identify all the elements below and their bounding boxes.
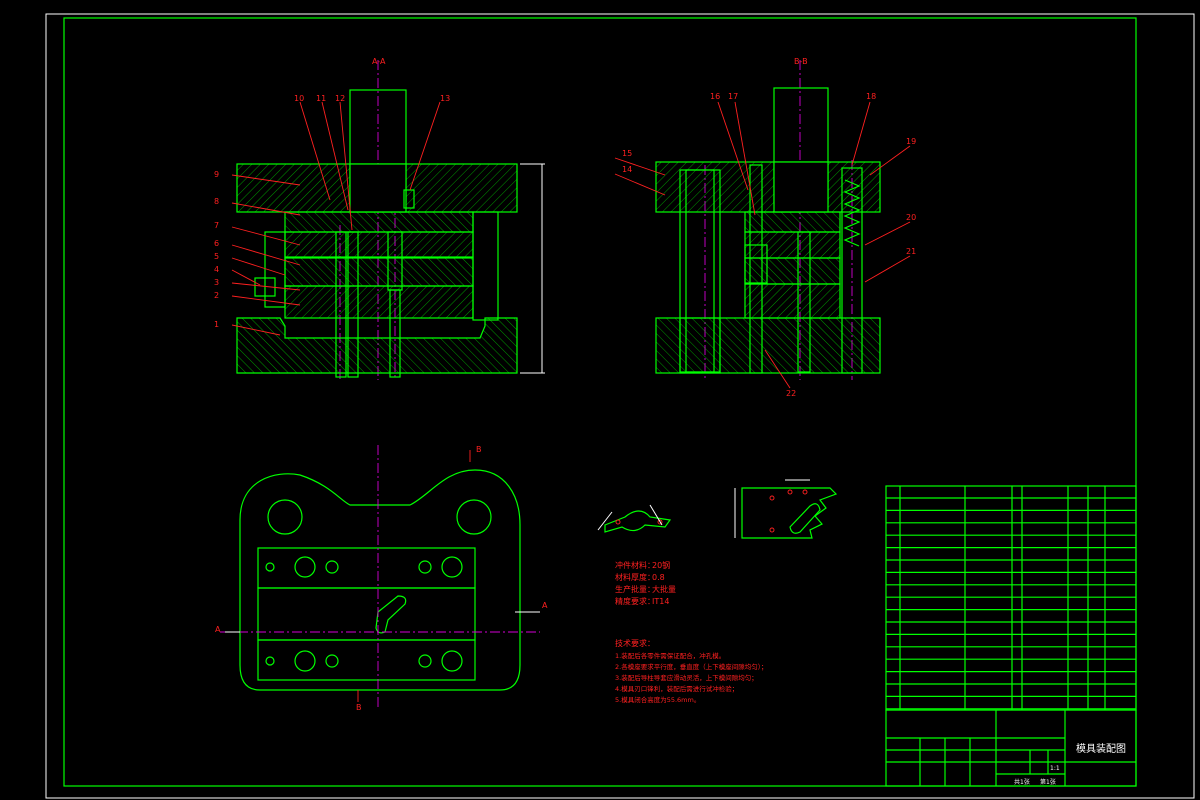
tech-req-item-3: 3.装配后导柱导套应滑动灵活，上下模间隙均匀； bbox=[615, 673, 758, 682]
sheet-number: 第1张 bbox=[1040, 778, 1056, 786]
part-label-7: 7 bbox=[214, 221, 219, 230]
part-label-16: 16 bbox=[710, 92, 720, 101]
part-label-19: 19 bbox=[906, 137, 916, 146]
part-label-20: 20 bbox=[906, 213, 916, 222]
part-label-2: 2 bbox=[214, 291, 219, 300]
spec-value-2: 0.8 bbox=[652, 573, 665, 582]
part-label-9: 9 bbox=[214, 170, 219, 179]
part-label-5: 5 bbox=[214, 252, 219, 261]
spec-value-4: IT14 bbox=[652, 597, 669, 606]
inner-frame bbox=[63, 17, 1137, 787]
tech-req-item-4: 4.模具刃口锋利，装配后需进行试冲检验； bbox=[615, 684, 738, 693]
outer-frame bbox=[45, 13, 1195, 799]
spec-label-2: 材料厚度： bbox=[615, 572, 655, 582]
section-view-bb bbox=[614, 60, 911, 389]
view-marker-a-left: A bbox=[215, 625, 221, 634]
part-label-13: 13 bbox=[440, 94, 450, 103]
spec-label-1: 冲件材料： bbox=[615, 560, 655, 570]
tech-req-item-5: 5.模具闭合高度为55.6mm。 bbox=[615, 695, 700, 704]
part-label-14: 14 bbox=[622, 165, 632, 174]
part-label-17: 17 bbox=[728, 92, 738, 101]
part-label-4: 4 bbox=[214, 265, 219, 274]
spec-label-3: 生产批量： bbox=[615, 584, 655, 594]
part-label-12: 12 bbox=[335, 94, 345, 103]
part-label-1: 1 bbox=[214, 320, 219, 329]
tech-req-item-1: 1.装配后各零件需保证配合，冲孔模。 bbox=[615, 651, 725, 660]
section-label-bb: B-B bbox=[794, 57, 808, 66]
tech-req-item-2: 2.各模座要求平行度，垂直度（上下模座间隙均匀）； bbox=[615, 662, 767, 671]
material-specs: 冲件材料： 20钢 材料厚度： 0.8 生产批量： 大批量 精度要求： IT14 bbox=[615, 560, 676, 606]
view-marker-b-bottom: B bbox=[356, 703, 362, 712]
part-label-10: 10 bbox=[294, 94, 304, 103]
part-label-6: 6 bbox=[214, 239, 219, 248]
view-marker-b-top: B bbox=[476, 445, 482, 454]
section-label-aa: A-A bbox=[372, 57, 386, 66]
part-sketch-small bbox=[597, 504, 672, 533]
part-label-22: 22 bbox=[786, 389, 796, 398]
drawing-scale: 1:1 bbox=[1050, 765, 1060, 772]
spec-value-3: 大批量 bbox=[652, 584, 676, 594]
part-label-11: 11 bbox=[316, 94, 326, 103]
part-label-15: 15 bbox=[622, 149, 632, 158]
technical-requirements: 技术要求： 1.装配后各零件需保证配合，冲孔模。 2.各模座要求平行度，垂直度（… bbox=[615, 638, 767, 704]
part-label-3: 3 bbox=[214, 278, 219, 287]
spec-label-4: 精度要求： bbox=[615, 596, 655, 606]
view-marker-a-right: A bbox=[542, 601, 548, 610]
drawing-title: 模具装配图 bbox=[1076, 742, 1126, 755]
part-label-21: 21 bbox=[906, 247, 916, 256]
part-label-18: 18 bbox=[866, 92, 876, 101]
part-sketch-strip bbox=[734, 479, 838, 539]
bom-table bbox=[885, 485, 1137, 711]
sheet-count: 共1张 bbox=[1014, 778, 1030, 786]
title-block: 模具装配图 1:1 共1张 第1张 bbox=[885, 709, 1137, 787]
tech-req-title: 技术要求： bbox=[615, 638, 655, 648]
section-view-aa bbox=[231, 60, 545, 380]
spec-value-1: 20钢 bbox=[652, 560, 670, 570]
part-label-8: 8 bbox=[214, 197, 219, 206]
plan-view bbox=[220, 445, 540, 710]
